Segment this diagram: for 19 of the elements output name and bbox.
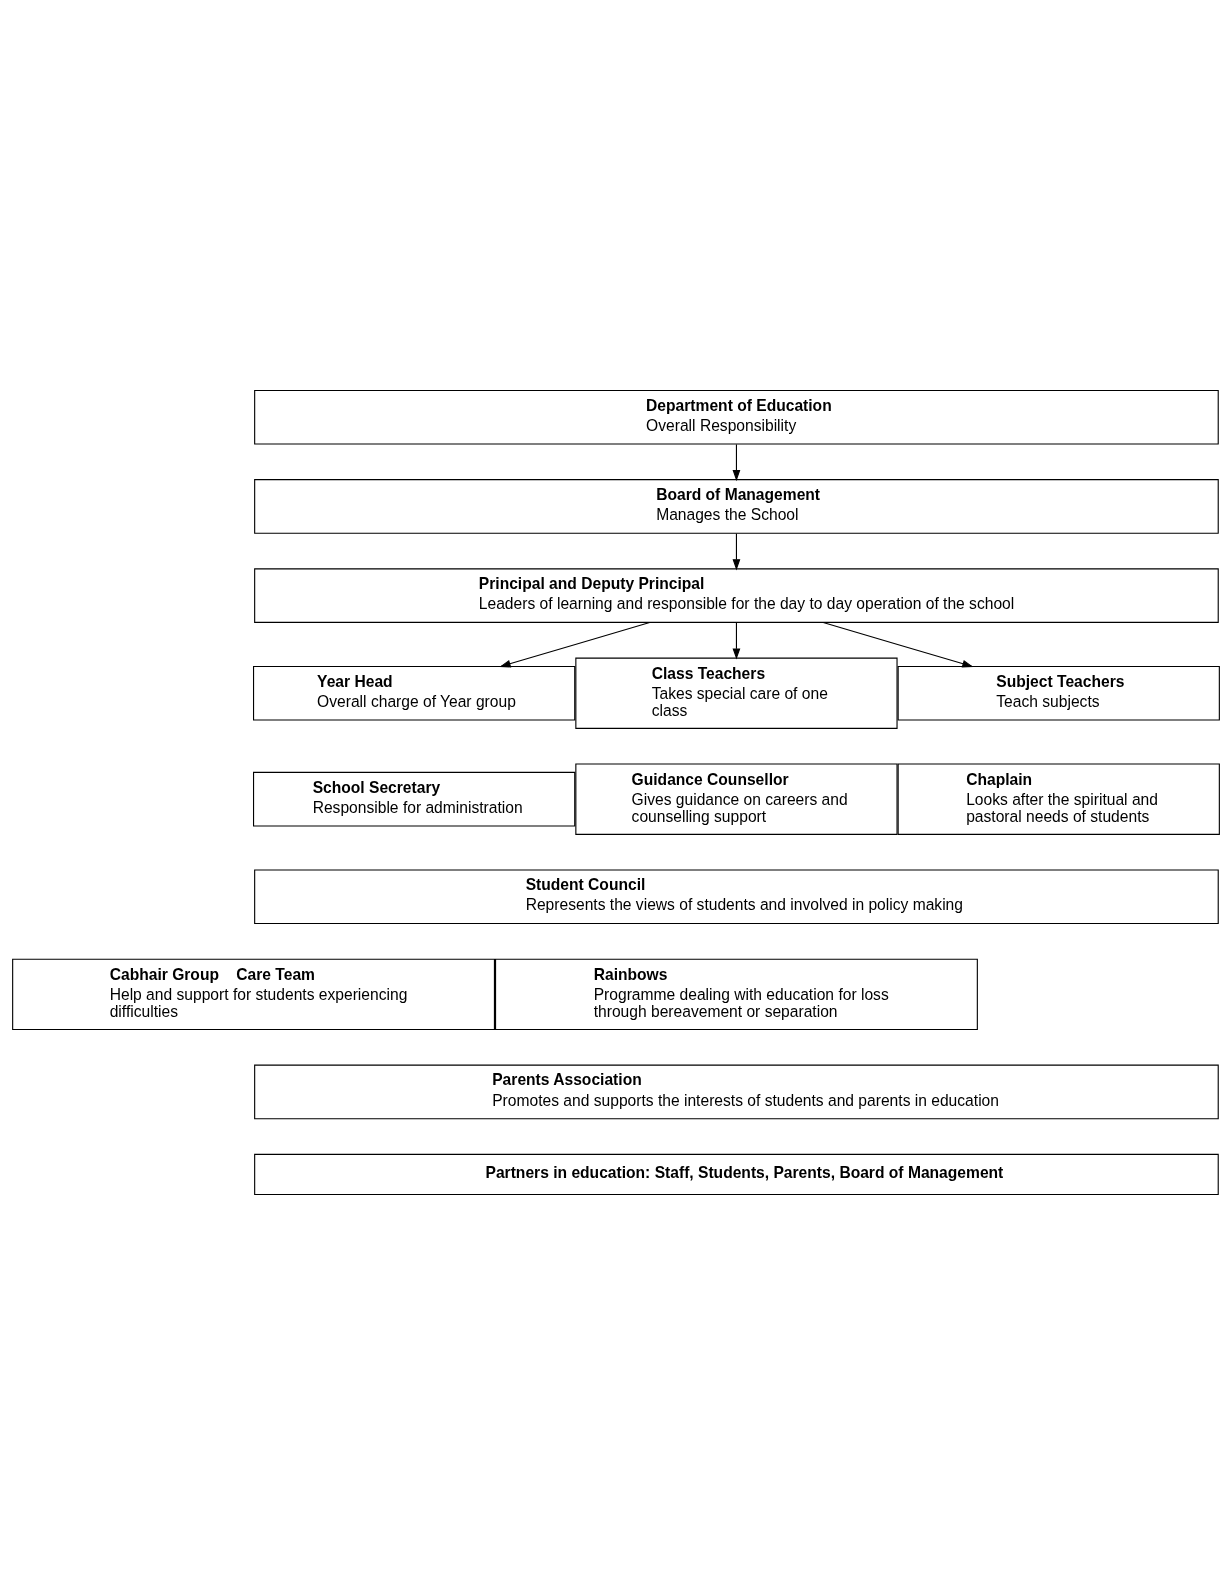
node-box: Partners in education: Staff, Students, Parents, Board of Management [254, 1153, 1219, 1195]
node-box: Chaplain Looks after the spiritual and pastoral needs of students [897, 763, 1220, 835]
node-box: Guidance Counsellor Gives guidance on careers and counselling support [575, 763, 898, 835]
arrow [732, 443, 741, 481]
node-box: Student Council Represents the views of students and involved in policy making [254, 868, 1219, 924]
arrow [822, 621, 974, 667]
node-box: Class Teachers Takes special care of one class [575, 657, 898, 729]
node-box: Parents Association Promotes and supports the interests of students and parents in education [254, 1064, 1219, 1119]
node-box: Cabhair Group Care Team Help and support for students experiencing difficulties [12, 958, 495, 1030]
node-box: Rainbows Programme dealing with education for loss through bereavement or separation [495, 958, 978, 1030]
arrow [732, 532, 741, 570]
node-box: Department of Education Overall Responsibility [254, 389, 1219, 445]
node-box: Principal and Deputy Principal Leaders of learning and responsible for the day to day operation of the school [254, 567, 1219, 623]
node-box: School Secretary Responsible for administration [253, 771, 576, 826]
node-box: Board of Management Manages the School [254, 478, 1219, 534]
node-box: Subject Teachers Teach subjects [897, 665, 1220, 721]
arrow [499, 621, 651, 667]
node-box: Year Head Overall charge of Year group [253, 665, 576, 721]
arrow [732, 621, 741, 660]
